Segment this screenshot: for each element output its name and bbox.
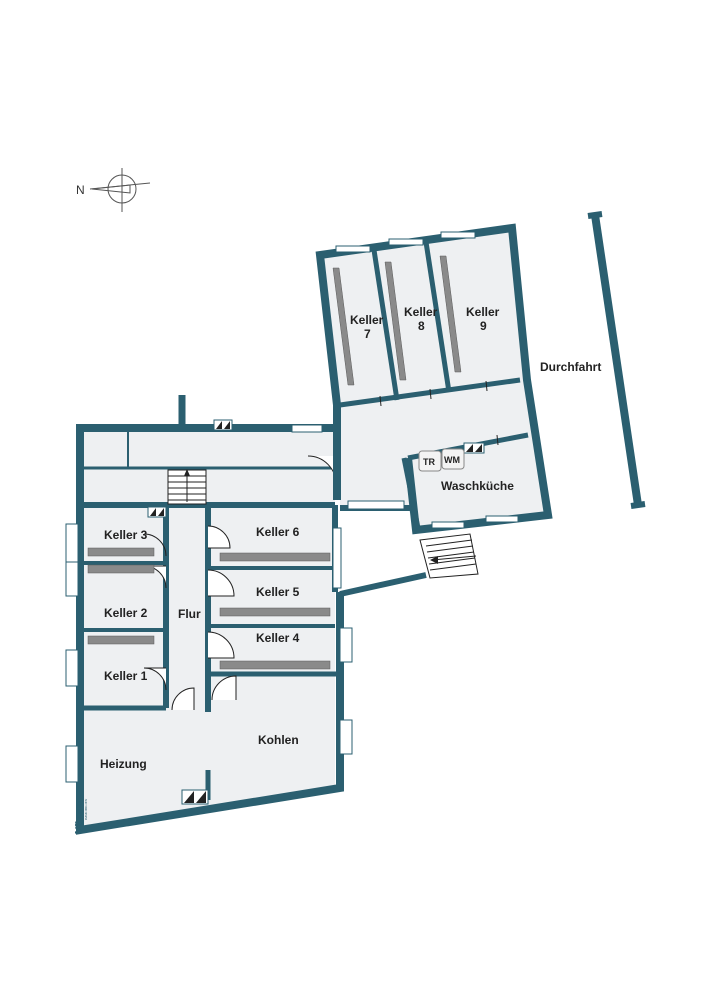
dryer-label: TR (423, 457, 435, 467)
logo-sub: IMMOBILIEN (84, 798, 88, 820)
room-label-keller6: Keller 6 (256, 525, 300, 539)
von-poll-logo: VP VON POLL IMMOBILIEN (74, 795, 88, 834)
room-label-keller7-name: Keller (350, 313, 384, 327)
washer-label: WM (444, 455, 460, 465)
room-label-keller8-name: Keller (404, 305, 438, 319)
compass-north-label: N (76, 183, 85, 197)
shelves (87, 547, 331, 670)
room-label-keller7-number: 7 (364, 327, 371, 341)
room-label-keller9-number: 9 (480, 319, 487, 333)
room-label-heizung: Heizung (100, 757, 147, 771)
logo-name: VON POLL (78, 795, 83, 820)
room-label-keller5: Keller 5 (256, 585, 300, 599)
exterior-stairs (419, 533, 479, 579)
room-label-keller9-name: Keller (466, 305, 500, 319)
main-building (65, 395, 353, 835)
room-label-keller4: Keller 4 (256, 631, 300, 645)
room-label-keller8-number: 8 (418, 319, 425, 333)
room-label-flur: Flur (178, 607, 201, 621)
compass-icon: N (76, 168, 151, 212)
room-label-keller1: Keller 1 (104, 669, 148, 683)
room-label-keller2: Keller 2 (104, 606, 148, 620)
room-label-waschkueche: Waschküche (441, 479, 514, 493)
room-label-keller3: Keller 3 (104, 528, 148, 542)
room-label-durchfahrt: Durchfahrt (540, 360, 601, 374)
rear-wing: TR WM (315, 223, 553, 597)
durchfahrt-wall (591, 214, 642, 506)
room-label-kohlen: Kohlen (258, 733, 299, 747)
logo-mark: VP (74, 821, 85, 834)
